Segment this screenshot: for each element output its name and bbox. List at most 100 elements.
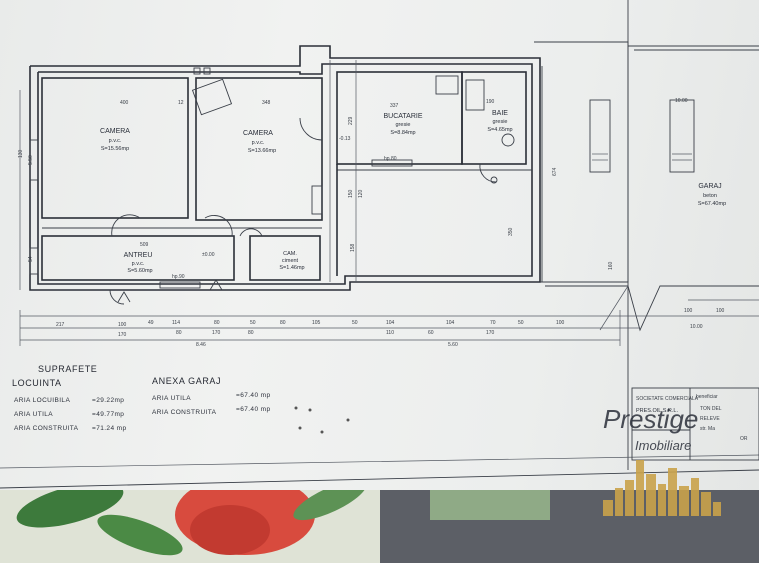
dimension-label: 80 [248,330,254,336]
area-row-label: ARIA UTILA [152,395,191,402]
area-row-value: =71.24 mp [92,425,127,432]
room-area: S=15.56mp [101,146,129,152]
dimension-label: 674 [552,167,558,176]
dimension-label: 54 [28,256,34,262]
ink-smudge [346,418,350,422]
dimension-label: 104 [386,320,395,326]
dimension-label: 50 [250,320,256,326]
dimension-label: 190 [486,99,495,105]
floor-plan-drawing: CAMERA p.v.c. S=15.56mp CAMERA p.v.c. S=… [0,0,759,489]
room-name: BAIE [492,110,508,117]
dimension-label: 100 [716,308,725,314]
locuinta-title: LOCUINTA [12,378,62,388]
room-floor: p.v.c. [109,138,122,144]
room-camera-2 [195,77,323,221]
garaj-title: ANEXA GARAJ [152,376,221,386]
garage-pillar [669,99,695,173]
level-label: ±0.00 [202,252,215,258]
room-name: CAM. [283,251,297,257]
room-area: S=5.60mp [127,268,152,274]
area-row-value: =49.77mp [92,411,124,418]
room-baie [461,71,527,165]
dimension-total: 5.60 [448,342,458,348]
area-row-value: =67.40 mp [236,406,271,413]
floor-plan-sheet: CAMERA p.v.c. S=15.56mp CAMERA p.v.c. S=… [0,0,759,490]
prestige-imobiliare-watermark: Prestige Imobiliare [603,404,721,516]
dimension-label: 114 [172,320,180,326]
area-row-value: =29.22mp [92,397,124,404]
beneficiar-label: beneficiar [696,394,718,400]
dimension-label: 49 [148,320,154,326]
window [371,159,413,167]
area-row-label: ARIA UTILA [14,411,53,418]
dimension-label: 10.00 [675,98,688,104]
dimension-label: 350 [508,227,514,236]
door-swing [479,163,497,183]
door-swing [239,228,263,237]
dimension-label: 12 [178,100,184,106]
window [159,281,201,289]
garage-front [545,285,759,332]
sill-label: hp.80 [384,156,397,162]
shower-fixture [465,79,485,111]
ink-smudge [294,406,298,410]
room-antreu [41,235,235,281]
dimension-label: 110 [386,330,394,336]
dimension-label: 400 [120,100,129,106]
dimension-label: 60 [428,330,434,336]
room-name: GARAJ [698,183,721,190]
green-leaf [16,482,124,528]
sink-fixture [435,75,459,95]
toilet-fixture [501,133,515,147]
dimension-label: 170 [118,332,127,338]
room-area: S=4.65mp [487,127,512,133]
watermark-line2: Imobiliare [635,438,691,453]
dimension-label: 80 [214,320,220,326]
dimension-label: 100 [118,322,127,328]
area-row-value: =67.40 mp [236,392,271,399]
window [29,247,39,275]
title-line: TON DEL [700,406,722,412]
title-line: str. Ma [700,426,715,432]
dimension-label: 100 [684,308,693,314]
window [29,139,39,181]
green-leaf [97,514,183,556]
sheet-bottom-edge [0,469,759,489]
level-label: -0.13 [339,136,351,142]
room-name: CAMERA [243,130,273,137]
dimension-label: 80 [280,320,286,326]
dimension-label: 158 [350,243,356,252]
house-outer-wall [29,45,541,291]
company-name: PRES.OIL S.R.L. [636,408,678,414]
entry-arrow [209,279,223,291]
door-swing [109,289,125,305]
drain-fixture [490,176,498,184]
dimension-label: 348 [262,100,271,106]
dimension-label: 10.00 [690,324,703,330]
room-floor: gresie [396,122,411,128]
dimension-label: 150 [348,189,354,198]
dimension-label: 105 [312,320,321,326]
dimension-label: 130 [18,149,24,158]
city-skyline-icon [603,460,721,516]
ink-smudge [320,430,324,434]
dimension-label: 70 [490,320,496,326]
chimney-fixture [193,67,201,75]
room-floor: beton [703,193,717,199]
room-floor: ciment [282,258,299,264]
ink-smudge [298,426,302,430]
title-line: OR [740,436,748,442]
dimension-total: 8.46 [196,342,206,348]
room-area: S=13.66mp [248,148,276,154]
company-label: SOCIETATE COMERCIALA [636,396,699,402]
stove-fixture [191,78,233,116]
dimension-label: 5.50 [28,155,34,165]
dimension-label: 104 [446,320,455,326]
dimension-label: 120 [358,189,364,198]
dimension-label: 170 [212,330,221,336]
dimension-label: 337 [390,103,399,109]
garage-diagonal [599,285,629,331]
chimney-fixture [203,67,211,75]
room-name: CAMERA [100,128,130,135]
